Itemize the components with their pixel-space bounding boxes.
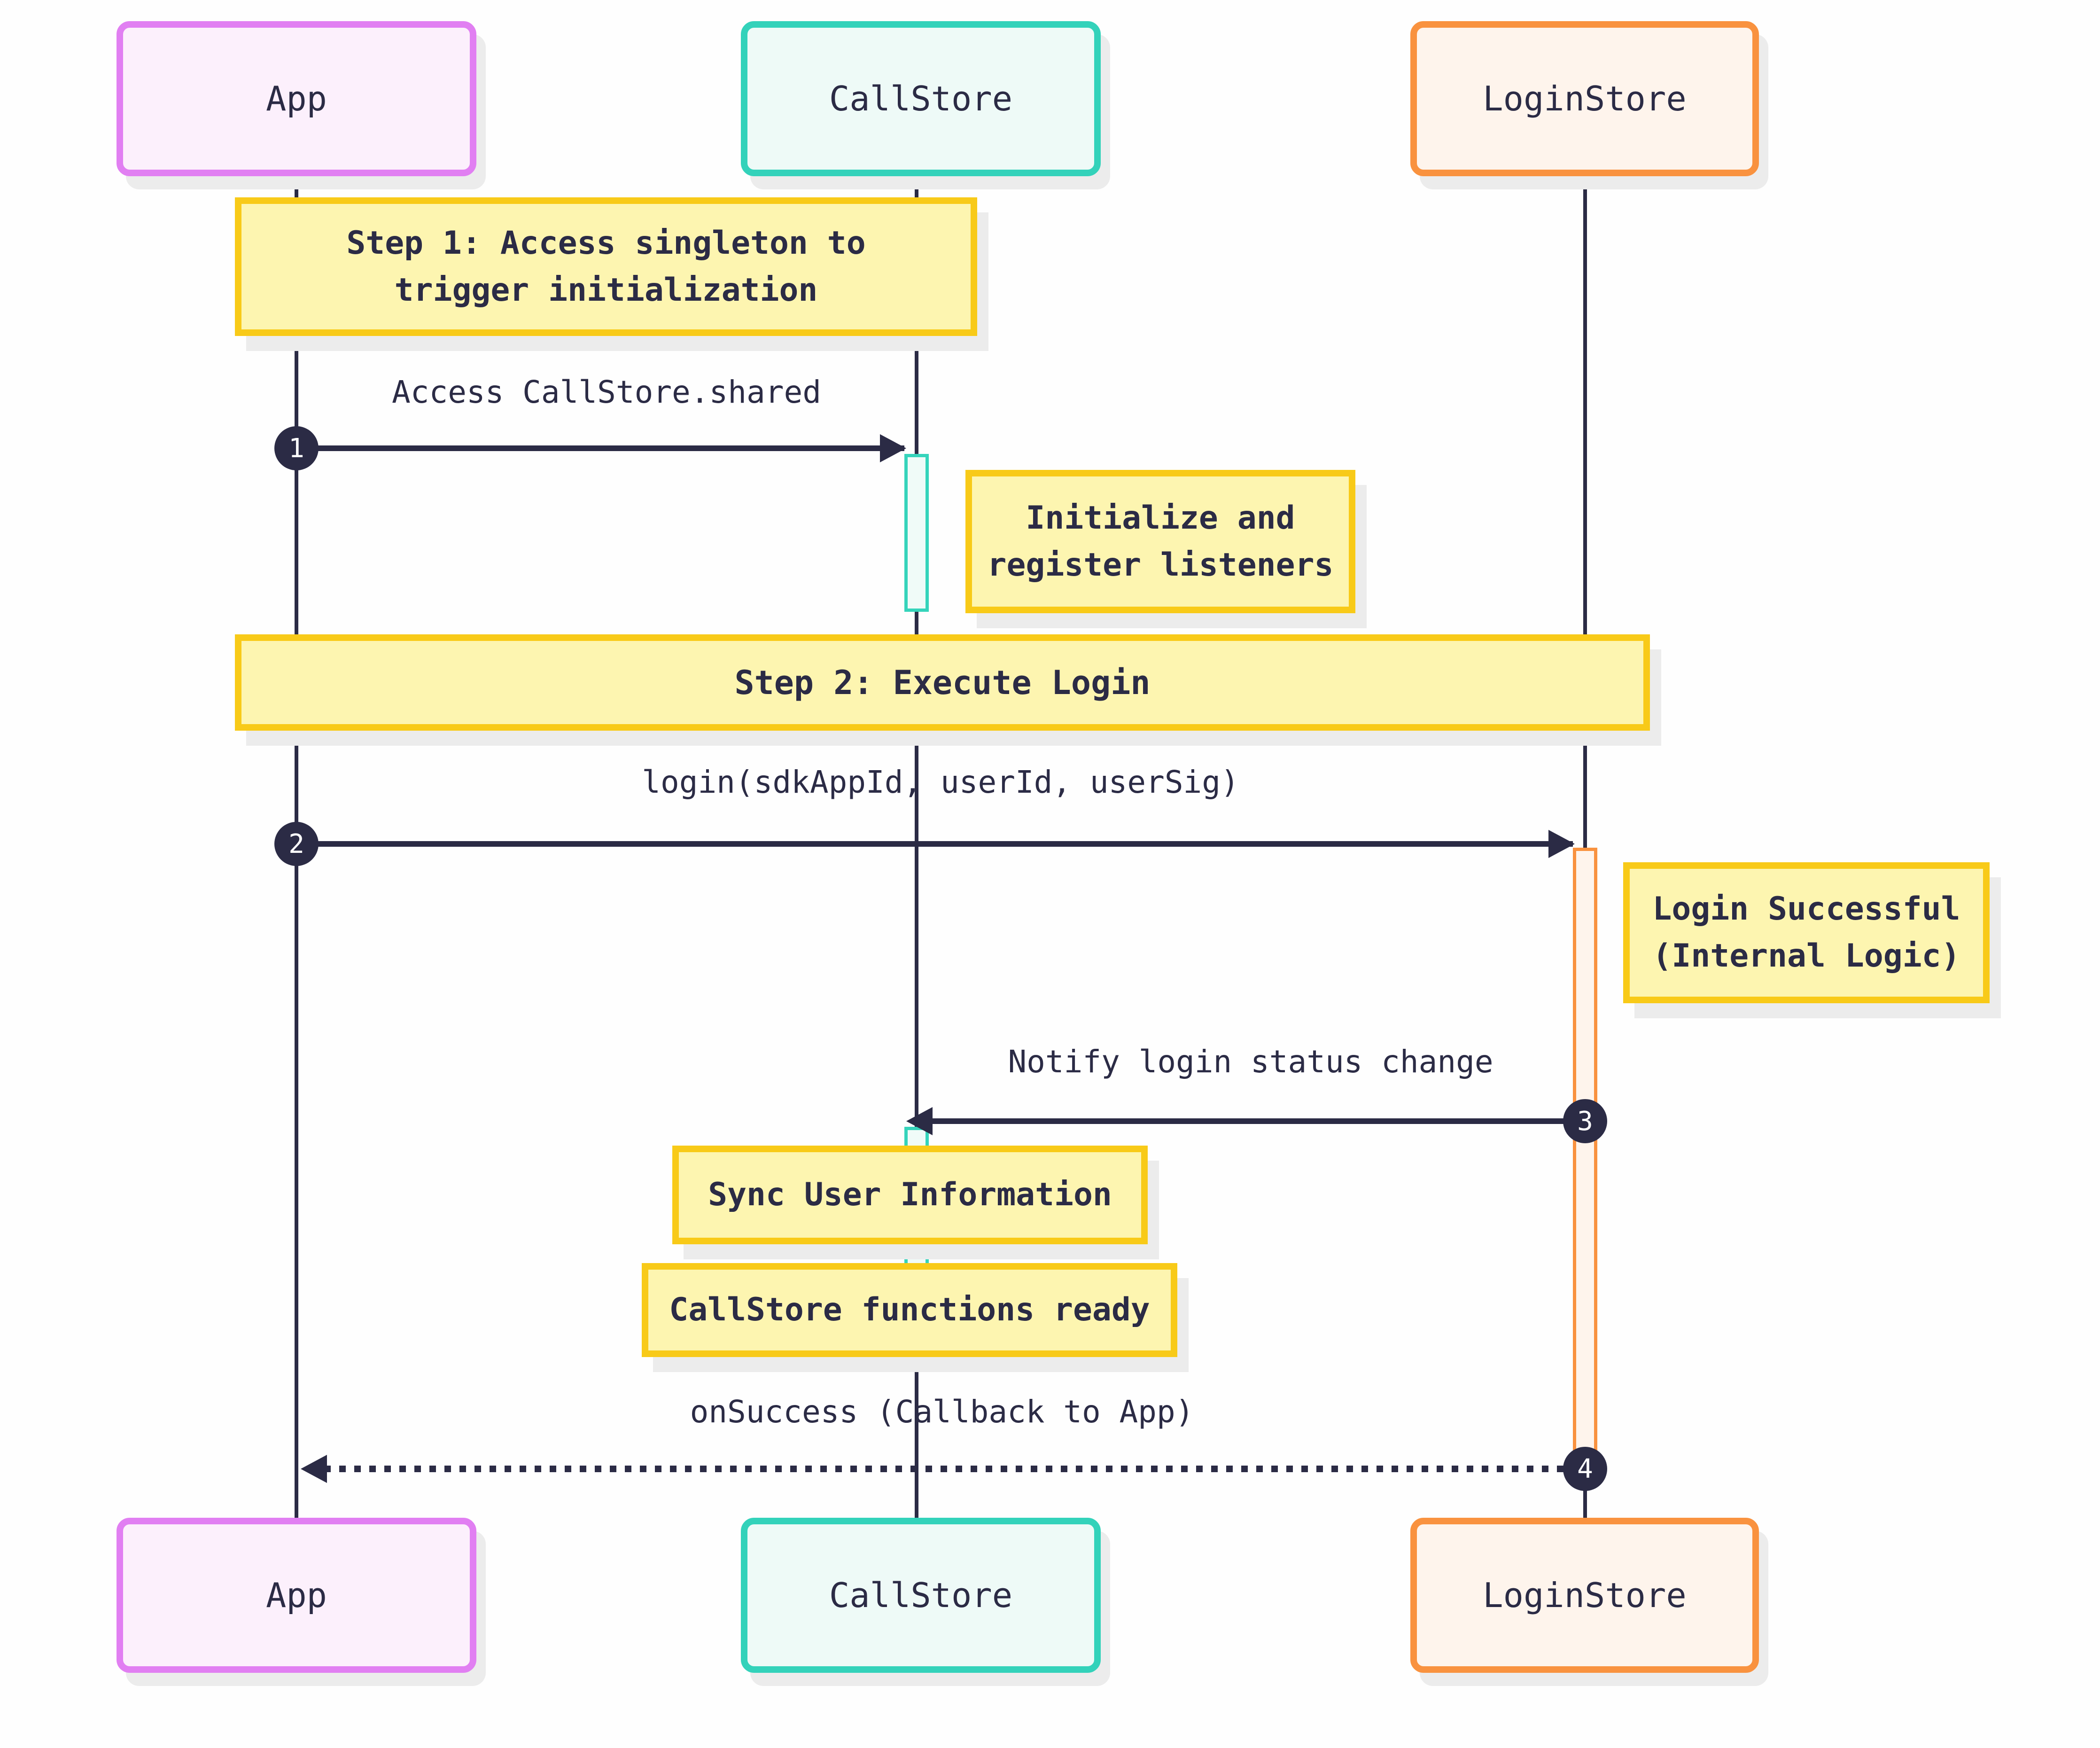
note-step1: Step 1: Access singleton to trigger init… — [235, 197, 977, 336]
participant-loginstore-label: LoginStore — [1483, 79, 1687, 118]
note-step1-line2: trigger initialization — [394, 271, 818, 309]
activation-loginstore-login — [1573, 848, 1597, 1469]
note-login-successful-line1: Login Successful — [1652, 890, 1960, 928]
note-initialize-line1: Initialize and — [1026, 499, 1295, 537]
participant-app-bottom-label: App — [265, 1576, 327, 1615]
message-4-label: onSuccess (Callback to App) — [690, 1394, 1194, 1430]
participant-app-top: App — [117, 21, 476, 176]
participant-loginstore-bottom: LoginStore — [1410, 1518, 1759, 1673]
message-3-line — [921, 1118, 1585, 1124]
message-1-line — [296, 445, 904, 451]
note-step2-line1: Step 2: Execute Login — [734, 663, 1151, 702]
note-sync-user-information: Sync User Information — [672, 1146, 1148, 1244]
message-2-label: login(sdkAppId, userId, userSig) — [642, 764, 1239, 800]
participant-callstore-bottom: CallStore — [741, 1518, 1101, 1673]
participant-loginstore-bottom-label: LoginStore — [1483, 1576, 1687, 1615]
participant-app-bottom: App — [117, 1518, 476, 1673]
participant-callstore-top: CallStore — [741, 21, 1101, 176]
note-initialize: Initialize and register listeners — [965, 470, 1355, 613]
message-2-arrowhead-icon — [1548, 830, 1575, 858]
note-ready-line1: CallStore functions ready — [669, 1291, 1150, 1328]
message-3-badge: 3 — [1563, 1099, 1607, 1143]
message-1-label: Access CallStore.shared — [392, 374, 821, 410]
message-4-dashed-line — [324, 1466, 1585, 1472]
note-login-successful-line2: (Internal Logic) — [1652, 937, 1960, 975]
note-login-successful: Login Successful (Internal Logic) — [1623, 862, 1990, 1003]
lifeline-loginstore — [1583, 175, 1587, 1518]
message-3-arrowhead-icon — [906, 1107, 933, 1135]
note-callstore-functions-ready: CallStore functions ready — [642, 1263, 1177, 1357]
message-2-badge: 2 — [274, 822, 319, 866]
message-1-arrowhead-icon — [880, 434, 906, 462]
activation-callstore-init — [904, 454, 929, 612]
message-4-arrowhead-icon — [301, 1455, 327, 1483]
participant-callstore-bottom-label: CallStore — [829, 1576, 1013, 1615]
participant-app-label: App — [265, 79, 327, 118]
note-sync-line1: Sync User Information — [708, 1176, 1112, 1213]
message-1-badge: 1 — [274, 426, 319, 470]
participant-loginstore-top: LoginStore — [1410, 21, 1759, 176]
note-step1-line1: Step 1: Access singleton to — [346, 224, 866, 262]
participant-callstore-label: CallStore — [829, 79, 1013, 118]
message-3-label: Notify login status change — [1008, 1044, 1493, 1080]
note-initialize-line2: register listeners — [987, 546, 1334, 584]
message-4-badge: 4 — [1563, 1447, 1607, 1491]
note-step2-banner: Step 2: Execute Login — [235, 634, 1650, 731]
message-2-line — [296, 841, 1573, 847]
